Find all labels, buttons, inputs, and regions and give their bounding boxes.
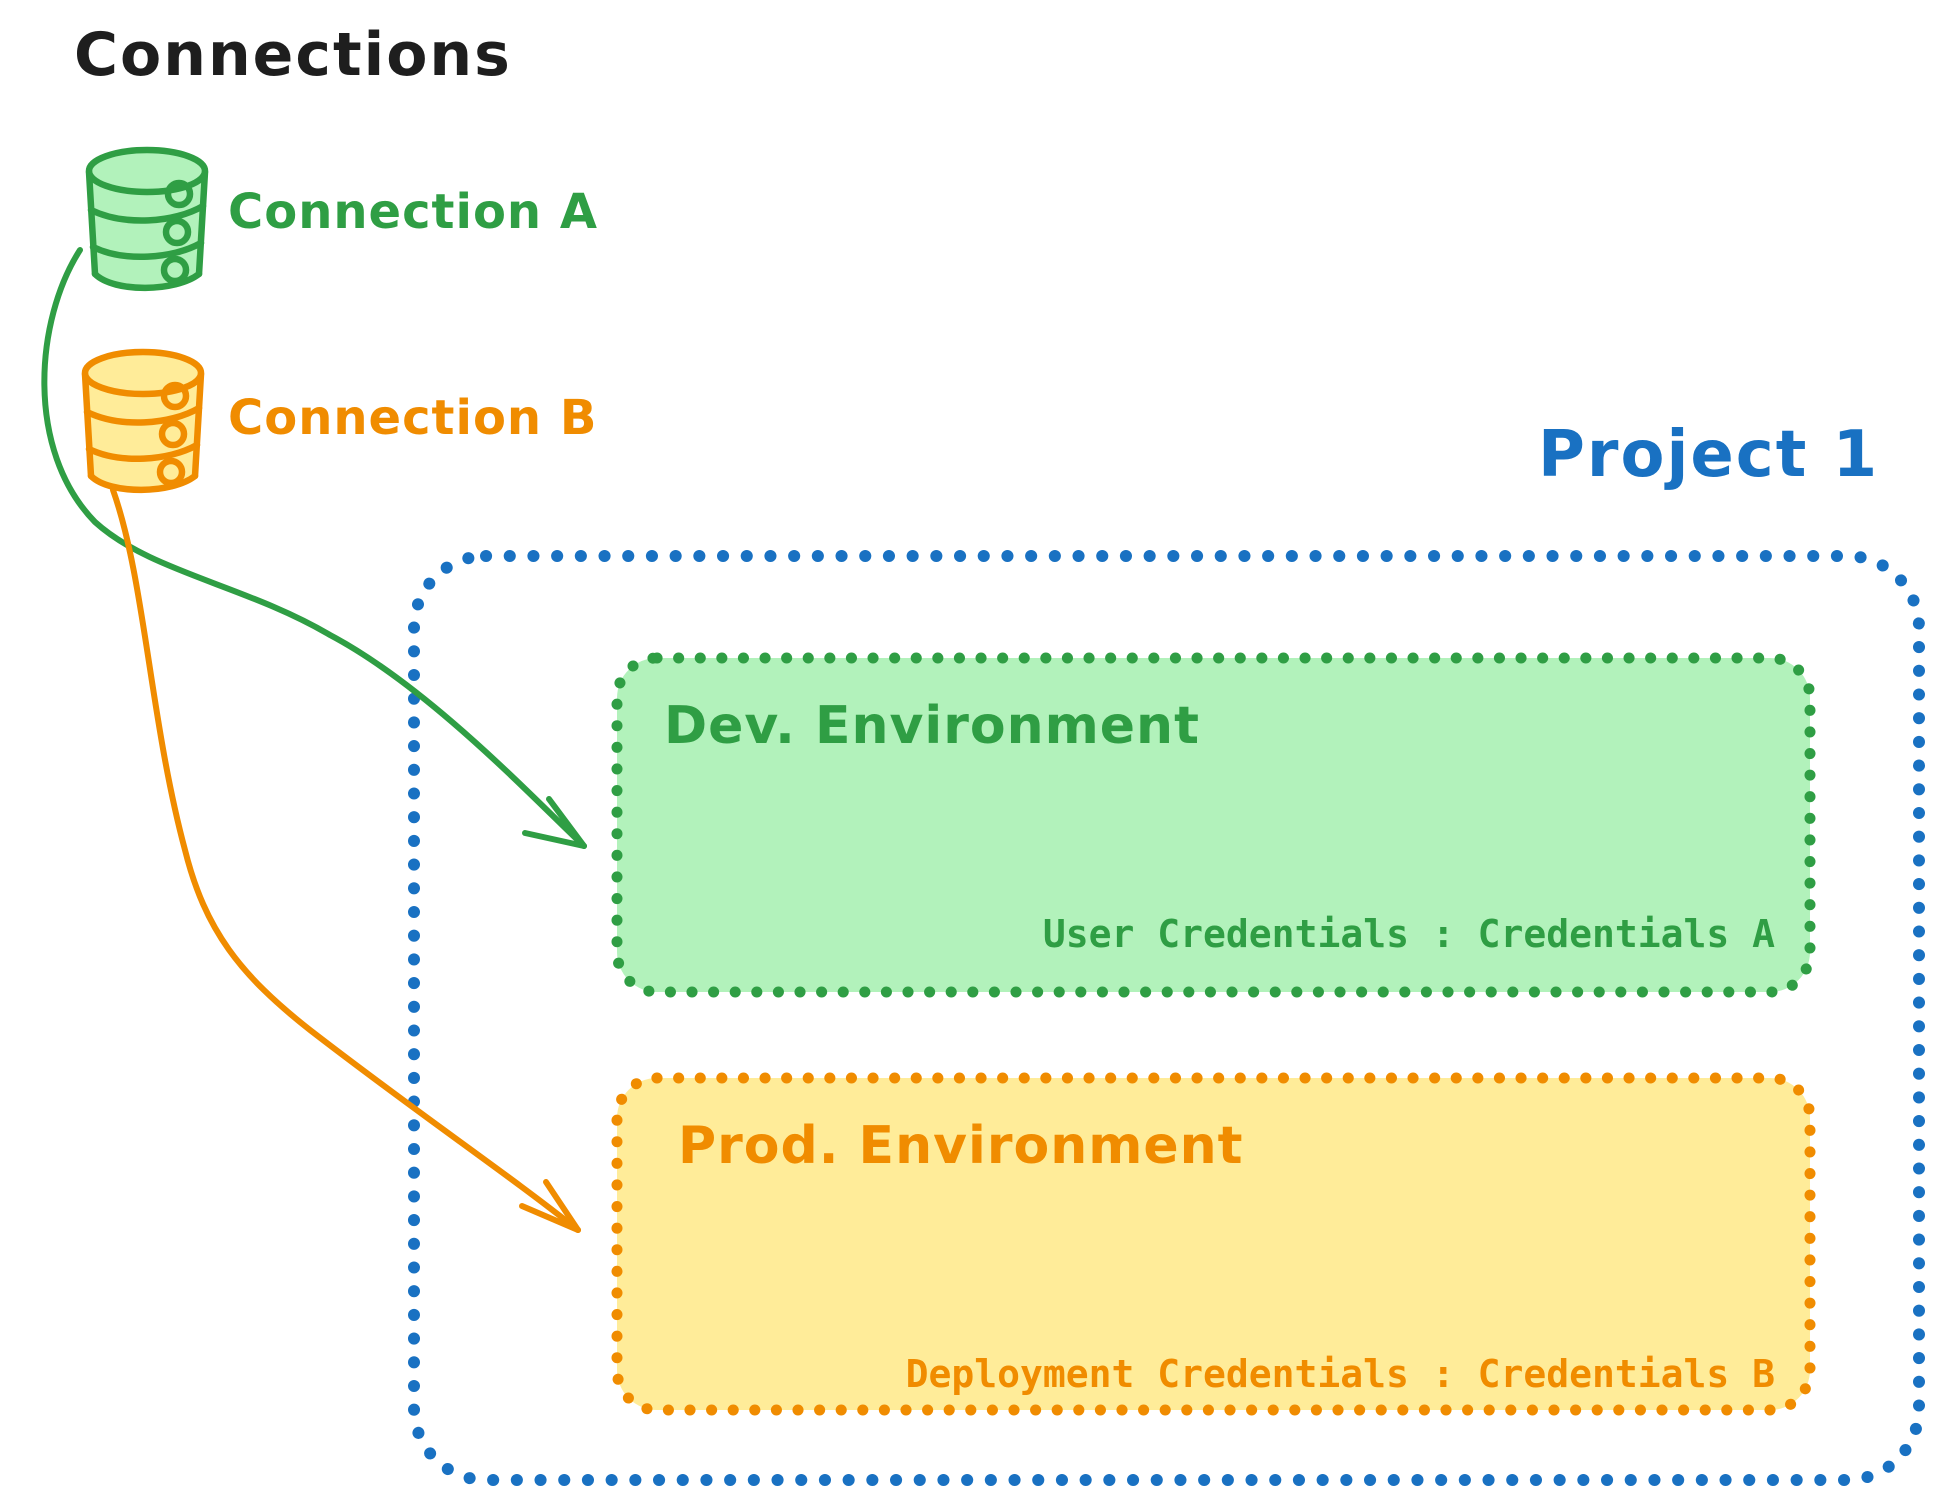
arrow-connection-a-to-dev [41,247,587,849]
prod-environment-title: Prod. Environment [678,1116,1244,1176]
prod-environment-box [611,1072,1816,1416]
dev-environment-box [611,652,1816,998]
dev-credentials-text: User Credentials : Credentials A [1042,912,1775,956]
prod-credentials-text: Deployment Credentials : Credentials B [905,1352,1775,1396]
connections-title: Connections [74,20,512,90]
dev-environment-title: Dev. Environment [664,696,1200,756]
connection-b-label: Connection B [228,390,598,446]
database-icon-connection-b [81,348,205,494]
arrow-connection-b-to-prod [110,487,581,1233]
connection-a-label: Connection A [228,184,598,240]
project-label: Project 1 [1538,418,1880,492]
database-icon-connection-a [85,146,209,292]
